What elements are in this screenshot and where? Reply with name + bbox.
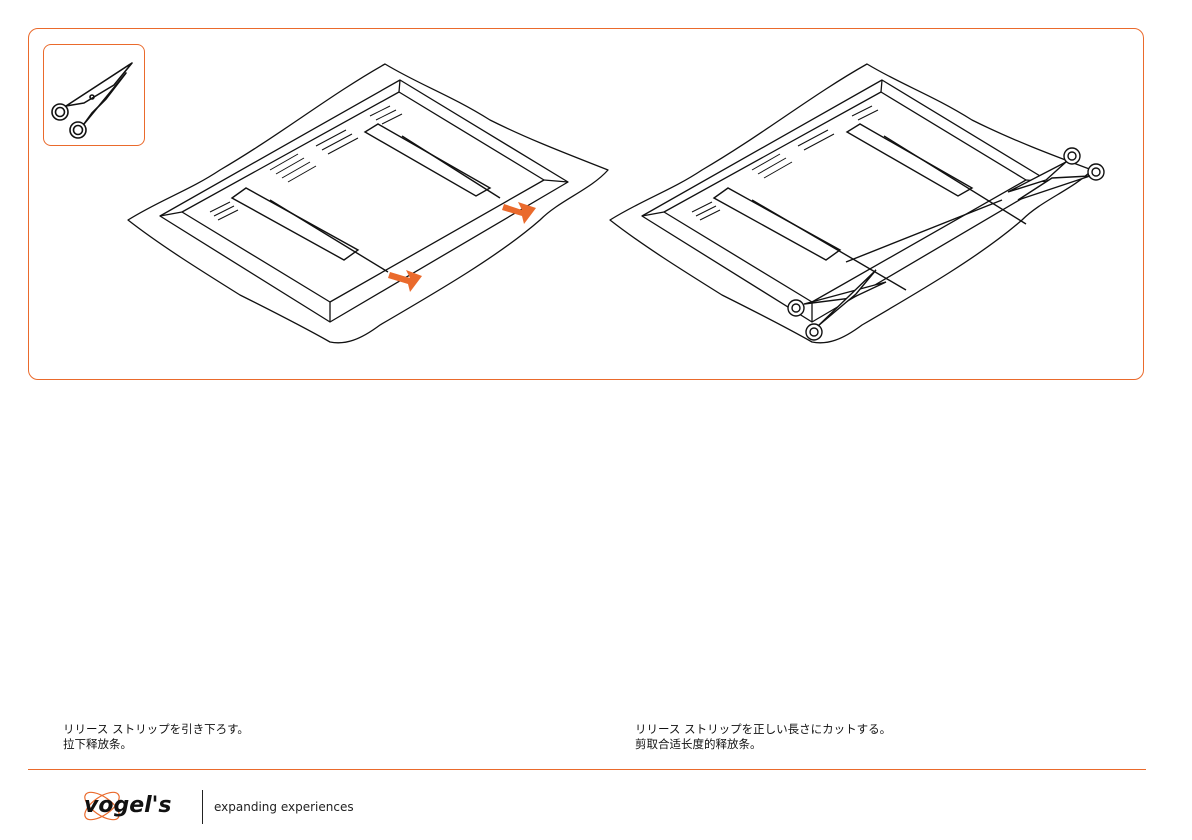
- step-1-caption-ja: リリース ストリップを引き下ろす。: [63, 722, 249, 737]
- brand-logo: vogel's: [80, 782, 192, 830]
- footer-separator: [202, 790, 203, 824]
- step-2-caption: リリース ストリップを正しい長さにカットする。 剪取合适长度的释放条。: [635, 722, 891, 752]
- step-1-caption: リリース ストリップを引き下ろす。 拉下释放条。: [63, 722, 249, 752]
- mounting-arms: [232, 124, 500, 272]
- wrapping-bag: [610, 64, 1092, 343]
- step-2-caption-zh: 剪取合适长度的释放条。: [635, 737, 891, 752]
- wrapping-bag: [128, 64, 608, 343]
- illustration-pull-strip: [120, 40, 620, 360]
- step-1-caption-zh: 拉下释放条。: [63, 737, 249, 752]
- arrow-icon: [388, 202, 536, 292]
- footer-divider: [28, 769, 1146, 770]
- vent-slots: [210, 106, 402, 220]
- illustration-cut-strip: [606, 40, 1116, 360]
- step-2-caption-ja: リリース ストリップを正しい長さにカットする。: [635, 722, 891, 737]
- brand-wordmark: vogel's: [84, 793, 172, 818]
- vent-slots: [692, 106, 878, 220]
- footer-tagline: expanding experiences: [214, 800, 354, 814]
